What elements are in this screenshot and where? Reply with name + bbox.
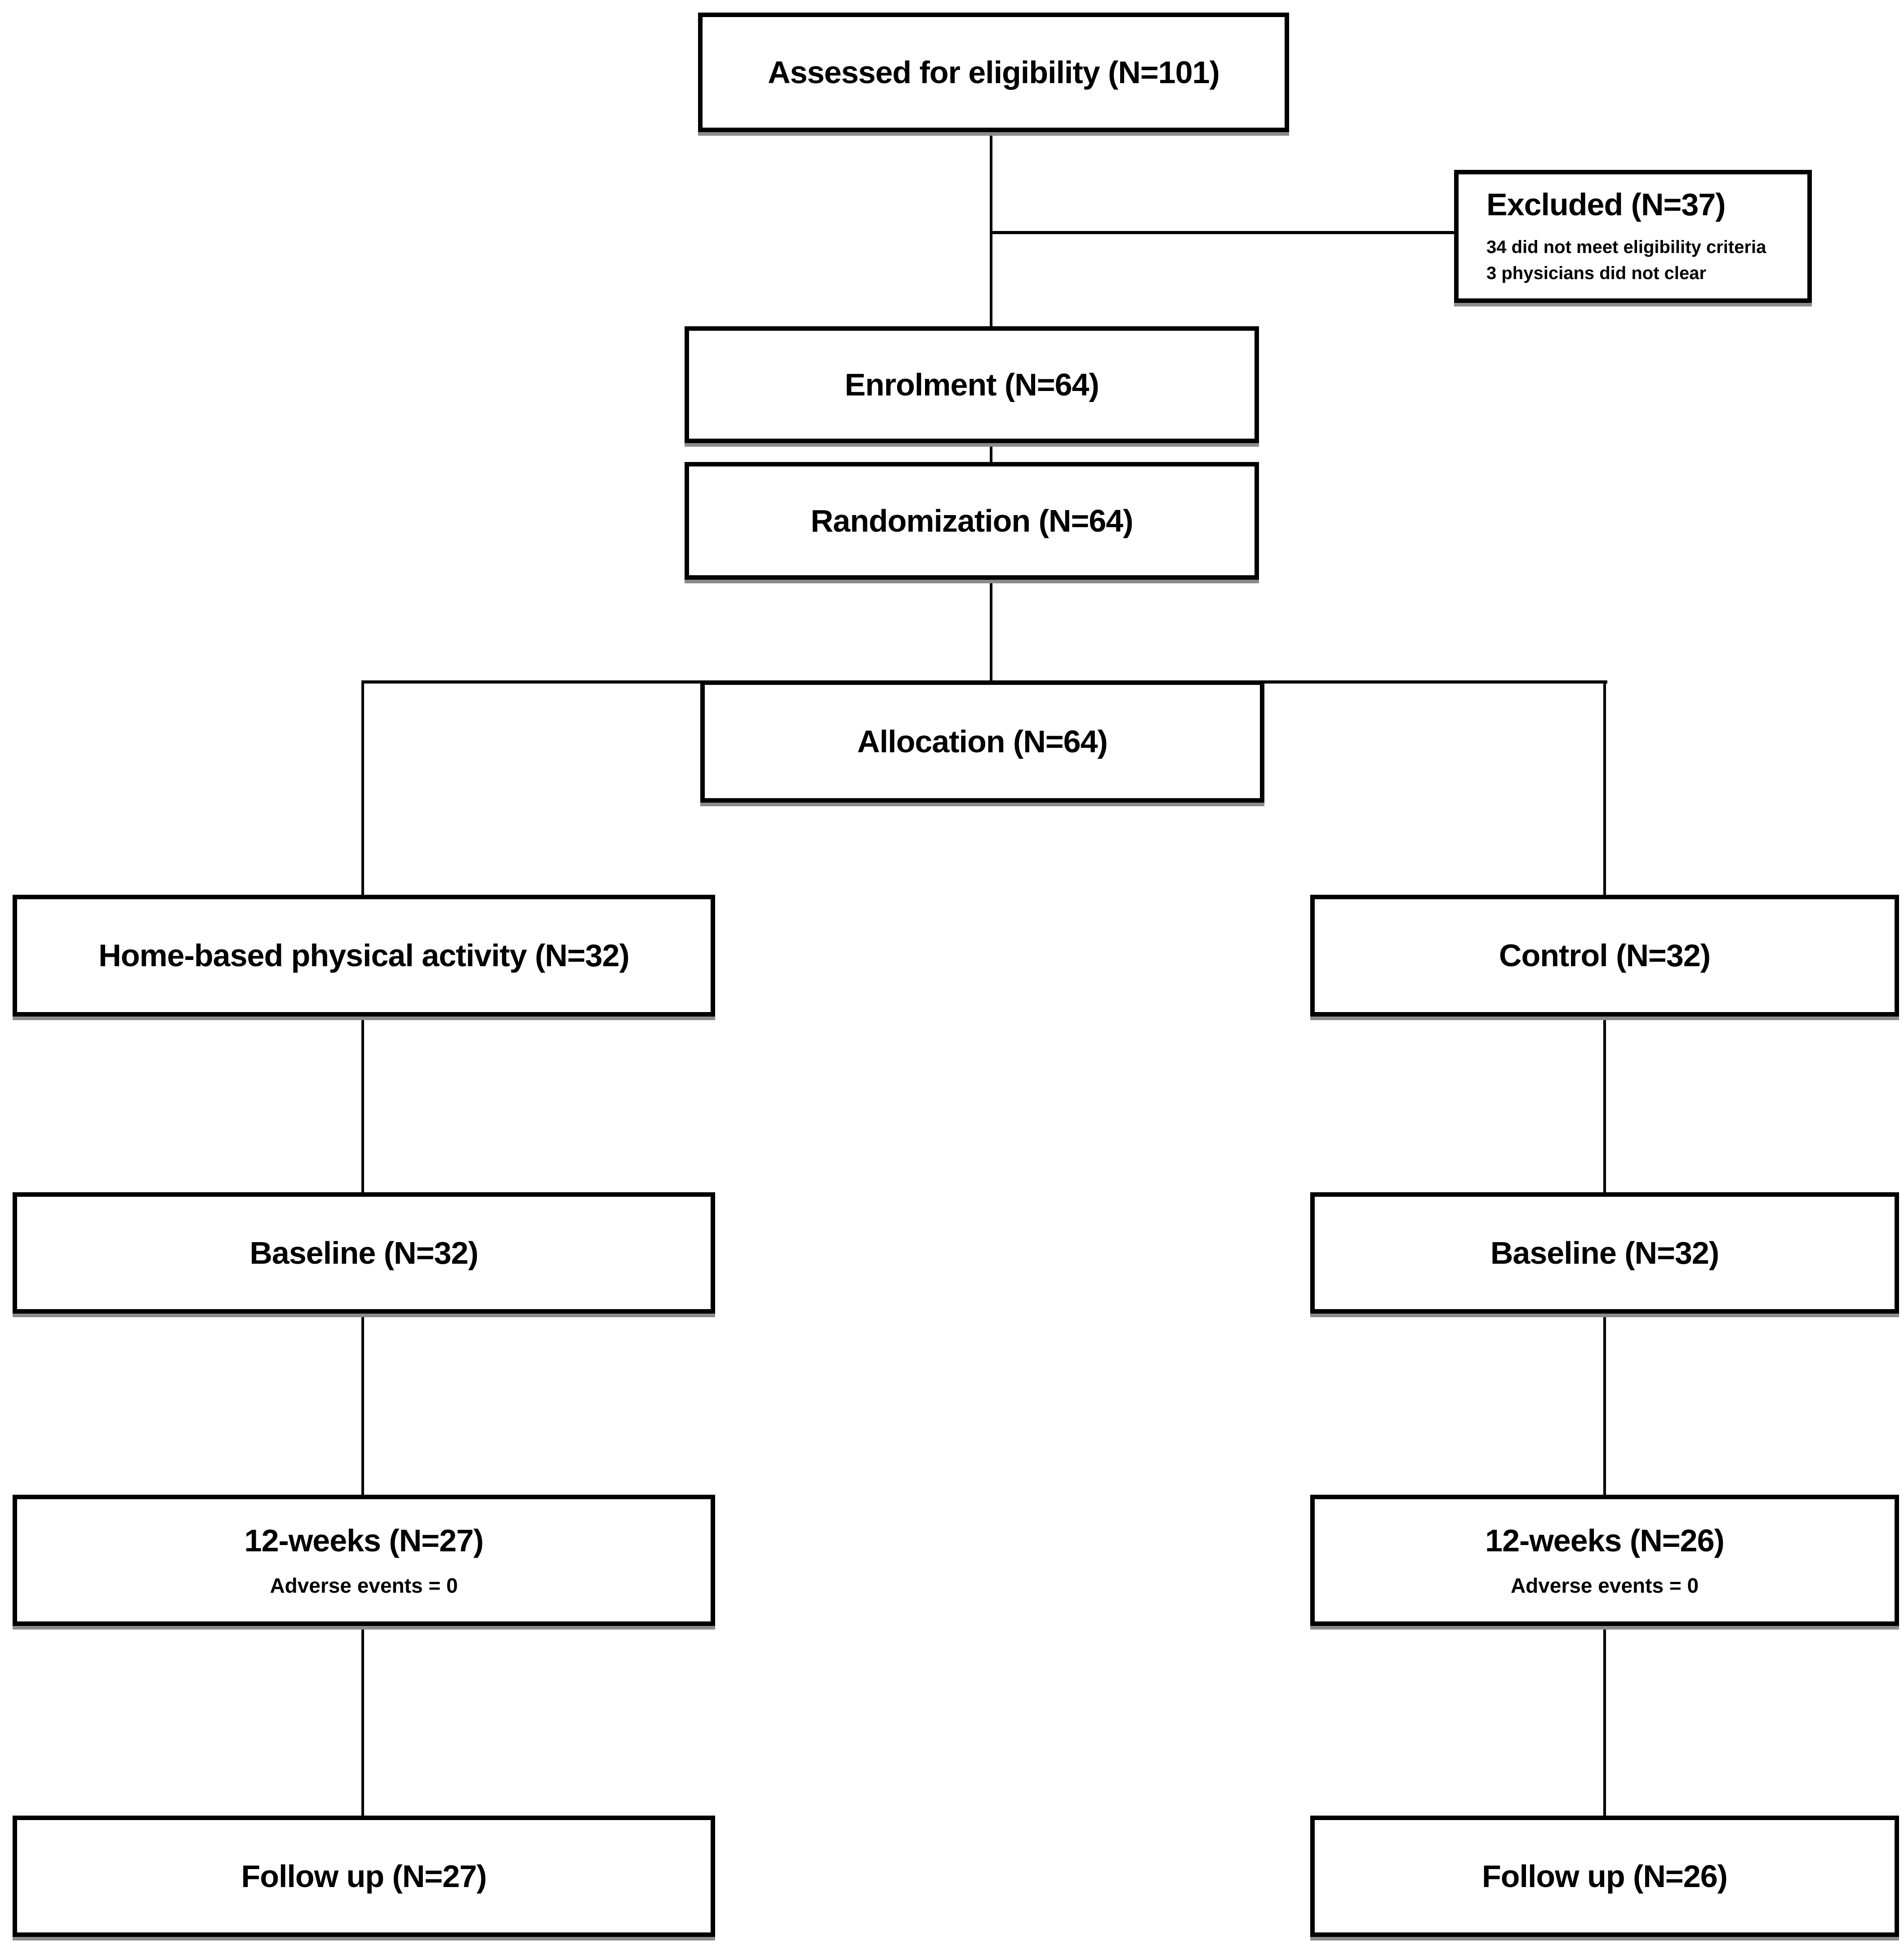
control-group-box: Control (N=32) [1310, 895, 1899, 1017]
intervention-group-box: Home-based physical activity (N=32) [13, 895, 715, 1017]
connector-enrolment-to-randomization [990, 442, 992, 464]
randomization-box: Randomization (N=64) [685, 462, 1259, 580]
connector-to-excluded [990, 231, 1457, 234]
intervention-12weeks-label: 12-weeks (N=27) [244, 1523, 484, 1558]
connector-intervention-12weeks-to-followup [361, 1625, 364, 1817]
allocation-label: Allocation (N=64) [857, 724, 1108, 759]
intervention-followup-box: Follow up (N=27) [13, 1816, 715, 1937]
connector-control-group-to-baseline [1603, 1017, 1606, 1194]
intervention-baseline-label: Baseline (N=32) [249, 1235, 478, 1270]
control-baseline-box: Baseline (N=32) [1310, 1192, 1899, 1314]
excluded-reason-2: 3 physicians did not clear [1486, 263, 1707, 283]
allocation-box: Allocation (N=64) [700, 680, 1264, 803]
control-followup-label: Follow up (N=26) [1482, 1858, 1728, 1894]
control-baseline-label: Baseline (N=32) [1490, 1235, 1719, 1270]
control-adverse-events-note: Adverse events = 0 [1510, 1573, 1699, 1597]
intervention-group-label: Home-based physical activity (N=32) [98, 938, 630, 973]
connector-assessed-to-enrolment [990, 133, 992, 329]
connector-branch-to-control-group [1603, 680, 1606, 896]
connector-randomization-to-allocation [990, 579, 992, 682]
intervention-12weeks-box: 12-weeks (N=27) Adverse events = 0 [13, 1495, 715, 1626]
assessed-box: Assessed for eligibility (N=101) [698, 13, 1289, 132]
excluded-label: Excluded (N=37) [1486, 187, 1726, 222]
connector-control-12weeks-to-followup [1603, 1625, 1606, 1817]
control-followup-box: Follow up (N=26) [1310, 1816, 1899, 1937]
intervention-adverse-events-note: Adverse events = 0 [270, 1573, 458, 1597]
connector-intervention-baseline-to-12weeks [361, 1312, 364, 1497]
randomization-label: Randomization (N=64) [810, 503, 1133, 538]
enrolment-box: Enrolment (N=64) [685, 326, 1259, 443]
excluded-reason-1: 34 did not meet eligibility criteria [1486, 237, 1766, 257]
excluded-box: Excluded (N=37) 34 did not meet eligibil… [1454, 170, 1812, 303]
intervention-baseline-box: Baseline (N=32) [13, 1192, 715, 1314]
control-12weeks-box: 12-weeks (N=26) Adverse events = 0 [1310, 1495, 1899, 1626]
intervention-followup-label: Follow up (N=27) [241, 1858, 487, 1894]
assessed-label: Assessed for eligibility (N=101) [768, 54, 1220, 90]
enrolment-label: Enrolment (N=64) [845, 367, 1099, 402]
connector-control-baseline-to-12weeks [1603, 1312, 1606, 1497]
control-group-label: Control (N=32) [1499, 938, 1711, 973]
connector-intervention-group-to-baseline [361, 1017, 364, 1194]
control-12weeks-label: 12-weeks (N=26) [1485, 1523, 1725, 1558]
connector-branch-to-intervention-group [361, 680, 364, 896]
